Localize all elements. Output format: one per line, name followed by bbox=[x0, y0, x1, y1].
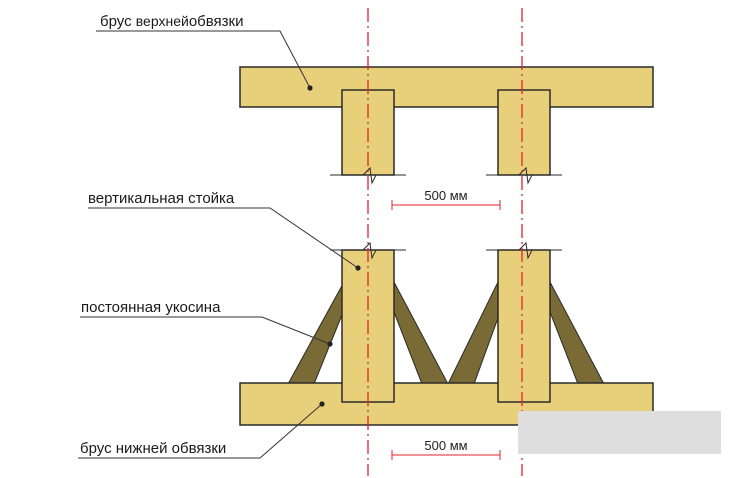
leader-dots bbox=[307, 85, 361, 407]
dimension-top: 500 мм bbox=[391, 188, 501, 210]
label-bottom-beam: брус нижней обвязки bbox=[80, 440, 226, 457]
dimension-top-text: 500 мм bbox=[424, 188, 467, 203]
bottom-post-right bbox=[497, 249, 551, 403]
redacted-box bbox=[518, 411, 721, 454]
brace-left-inner bbox=[393, 281, 449, 385]
brace-right-inner bbox=[447, 281, 499, 385]
label-top-beam-part3: обвязки bbox=[189, 13, 244, 30]
leader-lines bbox=[78, 30, 359, 459]
brace-left-outer bbox=[287, 281, 345, 385]
dimension-bottom: 500 мм bbox=[391, 438, 501, 460]
center-axes bbox=[367, 8, 523, 476]
label-vertical-post: вертикальная стойка bbox=[88, 190, 235, 207]
dimension-bottom-text: 500 мм bbox=[424, 438, 467, 453]
brace-right-outer bbox=[549, 281, 605, 385]
bottom-post-break-marks bbox=[330, 241, 562, 260]
top-post-break-marks bbox=[330, 166, 562, 185]
label-brace: постоянная укосина bbox=[81, 299, 221, 316]
permanent-braces bbox=[287, 281, 605, 385]
label-top-beam-part1: брус bbox=[100, 13, 136, 30]
label-top-beam-part2: верхней bbox=[136, 13, 189, 29]
top-post-right bbox=[497, 89, 551, 176]
label-top-beam: брус верхнейобвязки bbox=[100, 13, 244, 30]
